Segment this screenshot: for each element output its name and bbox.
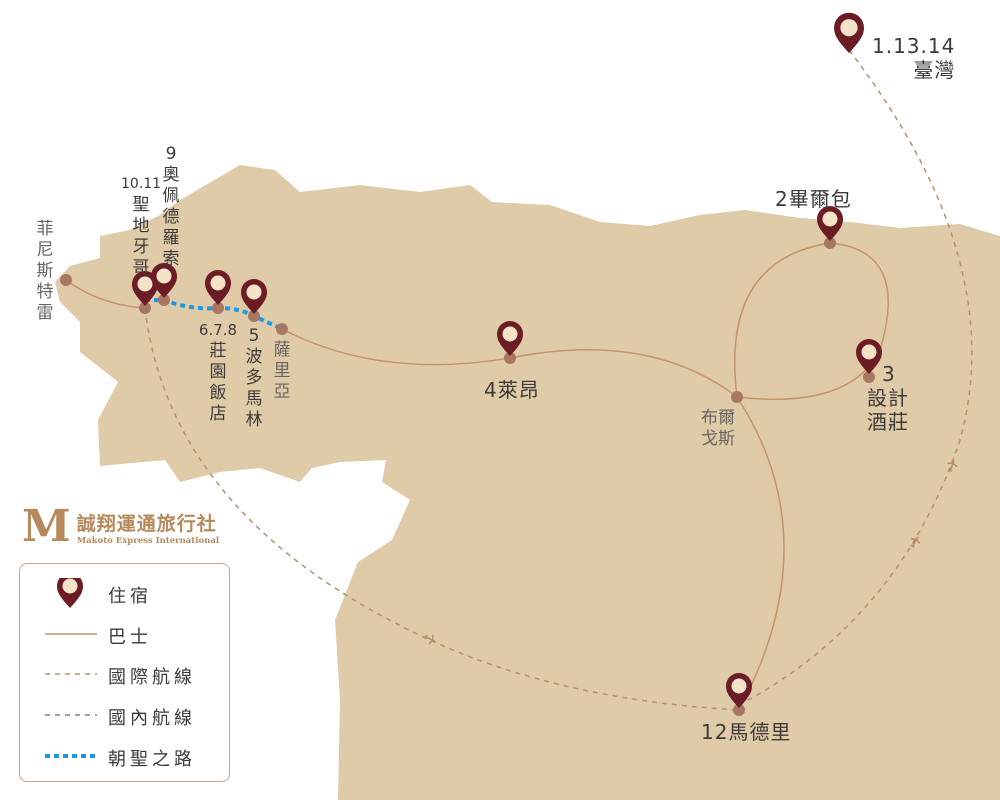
route-intl-taiwan-madrid [738,49,973,706]
logo-mark: M [22,501,71,552]
dashed-line-icon [45,673,97,675]
dotted-line-icon [45,754,97,758]
map-pin-icon [57,578,83,608]
solid-line-icon [45,633,97,635]
legend-item-domestic: 國內航線 [20,700,229,730]
label-sarria: 薩里亞 [273,340,291,402]
legend-item-hotel: 住宿 [20,578,229,608]
dashed-line-icon [45,714,97,716]
logo-name-en: Makoto Express International [76,535,220,546]
legend-item-intl: 國際航線 [20,659,229,689]
label-finisterre: 菲尼斯特雷 [36,219,54,323]
legend-item-camino: 朝聖之路 [20,741,229,771]
route-santiago-madrid [144,307,740,711]
logo-name-cn: 誠翔運通旅行社 [76,512,217,535]
land-spain [55,165,1000,800]
legend-item-bus: 巴士 [20,619,229,649]
label-burgos: 布爾戈斯 [701,408,735,449]
stop-dots [60,237,875,716]
label-madrid: 12馬德里 [701,720,792,744]
label-bilbao: 2畢爾包 [775,187,852,211]
label-leon: 4萊昂 [484,378,540,402]
legend: 住宿 巴士 國際航線 國內航線 朝聖之路 [19,563,230,782]
